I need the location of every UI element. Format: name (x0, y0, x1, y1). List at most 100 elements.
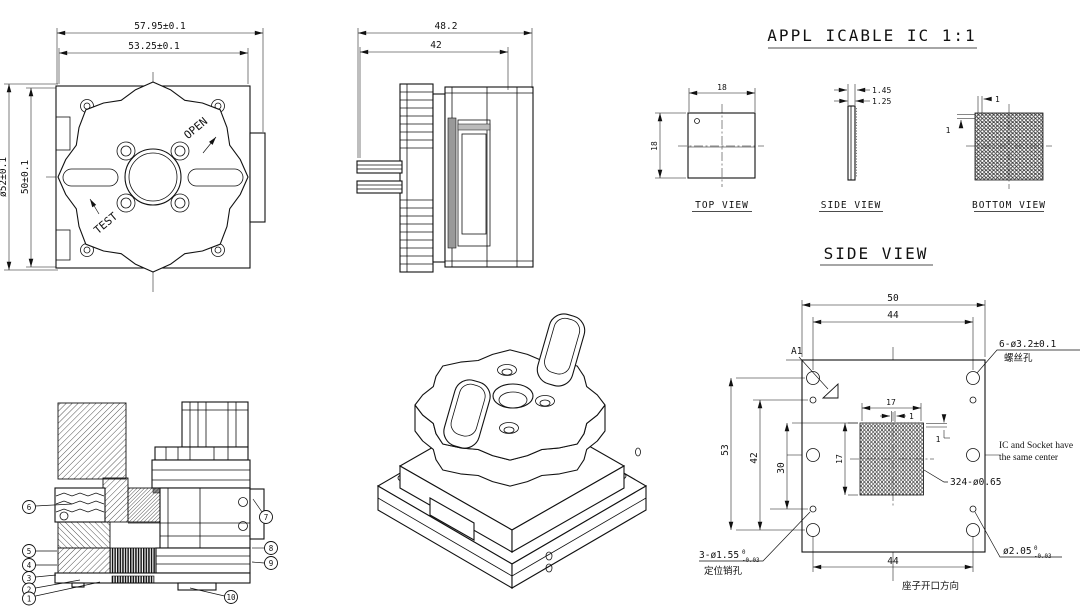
dim-ic-body-thickness: 1.25 (834, 97, 891, 106)
cam-slots (62, 168, 244, 187)
iso-wing-northeast (536, 313, 586, 387)
svg-text:螺丝孔: 螺丝孔 (1004, 352, 1033, 364)
dim-grid-pitch-x: 1 (880, 411, 914, 422)
dim-screw-span-bottom: 44 (812, 536, 974, 572)
dim-ic-pitch-y: 1 (946, 114, 975, 135)
dim-ic-overall-thickness: 1.45 (834, 86, 891, 95)
svg-text:18: 18 (650, 141, 659, 151)
svg-text:9: 9 (269, 559, 274, 568)
svg-text:42: 42 (749, 452, 760, 463)
applicable-ic-section: APPL ICABLE IC 1:1 18 18 TOP VIEW (650, 26, 1052, 266)
svg-text:1: 1 (946, 126, 951, 135)
svg-text:0: 0 (1034, 546, 1038, 552)
svg-text:1: 1 (936, 435, 941, 444)
svg-text:1.45: 1.45 (872, 86, 891, 95)
opening-direction-note: 座子开口方向 (902, 580, 959, 592)
footprint-view: A1 50 44 53 42 3 (699, 293, 1080, 592)
dim-grid-height: 17 (835, 422, 858, 496)
svg-text:4: 4 (27, 561, 32, 570)
ic-side-view-label: SIDE VIEW (821, 200, 881, 211)
svg-text:53: 53 (720, 444, 731, 455)
svg-text:ø2.05: ø2.05 (1003, 546, 1032, 557)
dim-ic-width: 18 (688, 83, 756, 112)
balloon-4: 4 (22, 558, 36, 572)
section-geometry (54, 401, 265, 591)
balloon-6: 6 (22, 500, 36, 514)
dim-grid-pitch-y: 1 (926, 414, 950, 444)
a1-leader (798, 356, 829, 390)
cap-screws (116, 141, 190, 213)
dim-outer-width: 57.95±0.1 (56, 21, 264, 132)
a1-datum-triangle (821, 382, 839, 399)
dim-pin-span-vert: 42 (749, 399, 808, 530)
balloon-7: 7 (259, 510, 273, 524)
pin1-marker (694, 118, 700, 124)
svg-text:50±0.1: 50±0.1 (20, 160, 31, 195)
dim-side-outer: 48.2 (357, 21, 533, 158)
svg-text:-0.03: -0.03 (1034, 554, 1052, 560)
svg-text:-0.03: -0.03 (742, 558, 760, 564)
svg-text:30: 30 (776, 462, 787, 474)
balloon-leaders (35, 498, 265, 597)
balloon-9: 9 (264, 556, 278, 570)
iso-center-bore (492, 383, 534, 409)
svg-text:2: 2 (27, 585, 32, 594)
svg-text:3: 3 (27, 574, 32, 583)
svg-text:1: 1 (909, 412, 914, 421)
balloon-8: 8 (264, 541, 278, 555)
cross-section-view: 6 5 4 3 2 1 7 8 9 10 (22, 401, 278, 606)
svg-text:8: 8 (269, 544, 274, 553)
svg-text:50: 50 (887, 293, 899, 304)
svg-text:17: 17 (835, 454, 844, 464)
socket-top-view: OPEN TEST 57.95±0.1 53.25±0.1 ø52±0.1 50… (0, 21, 266, 292)
screw-callout: 6-ø3.2±0.1 螺丝孔 (976, 339, 1080, 374)
dim-screw-span-top: 44 (812, 310, 974, 370)
svg-text:7: 7 (264, 513, 269, 522)
svg-text:48.2: 48.2 (435, 21, 458, 32)
balloon-3: 3 (22, 571, 36, 585)
center-hole (124, 148, 182, 206)
svg-text:5: 5 (27, 547, 32, 556)
dim-side-inner: 42 (359, 40, 509, 158)
dim-body-width: 50 (801, 293, 986, 357)
balloon-5: 5 (22, 544, 36, 558)
svg-text:53.25±0.1: 53.25±0.1 (128, 41, 180, 52)
svg-text:44: 44 (887, 310, 899, 321)
svg-text:ø52±0.1: ø52±0.1 (0, 157, 9, 197)
handle-pins (356, 160, 403, 194)
ic-top-view: 18 18 TOP VIEW (650, 83, 764, 212)
svg-text:IC and Socket have: IC and Socket have (999, 441, 1073, 451)
a1-label: A1 (791, 346, 803, 357)
svg-text:57.95±0.1: 57.95±0.1 (134, 21, 186, 32)
body-block (444, 86, 534, 268)
iso-wing-southwest (443, 379, 491, 449)
dim-ic-height: 18 (650, 112, 686, 179)
ic-bottom-view: 1 1 BOTTOM VIEW (946, 95, 1052, 212)
dim-inner-height: 50±0.1 (20, 87, 56, 268)
dim-grid-width: 17 (861, 398, 922, 421)
ic-bottom-view-label: BOTTOM VIEW (972, 200, 1046, 211)
svg-text:17: 17 (886, 398, 896, 407)
side-view-section-title: SIDE VIEW (824, 244, 929, 263)
svg-text:1: 1 (27, 594, 32, 603)
svg-text:1: 1 (995, 95, 1000, 104)
dim-ic-pitch-x: 1 (977, 95, 1000, 113)
svg-text:1.25: 1.25 (872, 97, 891, 106)
ball-callout: 324-ø0.65 (923, 469, 1001, 488)
balloon-10: 10 (224, 590, 238, 604)
iso-counterbores (497, 364, 555, 434)
dim-cam-diameter: ø52±0.1 (0, 83, 58, 271)
svg-text:324-ø0.65: 324-ø0.65 (950, 477, 1001, 488)
svg-text:6: 6 (27, 503, 32, 512)
locating-pin-holes (809, 396, 977, 513)
open-arrow (202, 136, 217, 154)
hole-callout: ø2.05 0 -0.03 (974, 511, 1062, 560)
svg-text:6-ø3.2±0.1: 6-ø3.2±0.1 (999, 339, 1056, 350)
svg-text:0: 0 (742, 550, 746, 556)
ic-top-view-label: TOP VIEW (695, 200, 749, 211)
pin-callout: 3-ø1.55 0 -0.03 定位销孔 (699, 511, 811, 577)
svg-text:42: 42 (430, 40, 441, 51)
applicable-ic-title: APPL ICABLE IC 1:1 (767, 26, 976, 45)
